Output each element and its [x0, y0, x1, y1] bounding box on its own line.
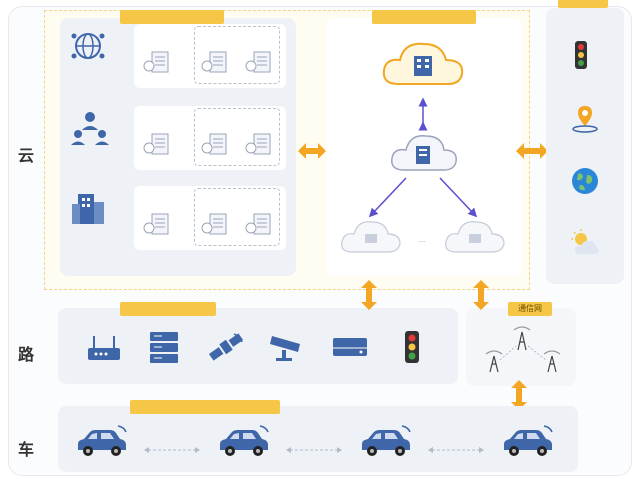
- building-icon: [414, 56, 432, 76]
- globe-icon: [570, 166, 600, 196]
- server-icon: [244, 132, 272, 160]
- vehicle-icon: [500, 424, 556, 458]
- traffic-light-icon: [392, 330, 432, 364]
- network-to-vehicle-arrow: [511, 380, 527, 410]
- server-icon: [200, 212, 228, 240]
- edge-to-cloud-arrow: [298, 143, 326, 159]
- ellipsis: ···: [418, 238, 426, 246]
- server-icon: [244, 212, 272, 240]
- traffic-light-icon: [570, 40, 600, 70]
- vehicle-icon: [216, 424, 272, 458]
- city-buildings-icon: [70, 190, 124, 230]
- server-icon: [142, 50, 170, 78]
- edge-platform-title: [120, 10, 224, 24]
- road-infra-panel: [58, 308, 458, 384]
- server-icon: [142, 132, 170, 160]
- external-title-tab: [558, 0, 608, 8]
- server-icon: [244, 50, 272, 78]
- storage-device-icon: [330, 330, 370, 364]
- vehicle-icon: [74, 424, 130, 458]
- vehicle-panel: [58, 406, 578, 472]
- edge-cloud-left: [341, 221, 401, 253]
- regional-cloud: [391, 135, 457, 171]
- center-cloud: [382, 42, 464, 85]
- satellite-icon: [206, 330, 246, 364]
- v2v-link-arrow: [286, 447, 342, 453]
- layer-label-road: 路: [18, 345, 35, 364]
- cell-towers: [485, 326, 561, 373]
- cloud-to-external-arrow: [516, 143, 548, 159]
- vehicle-title: [130, 400, 280, 414]
- road-infra-title: [120, 302, 216, 316]
- server-icon: [416, 146, 430, 164]
- v2v-link-arrow: [428, 447, 484, 453]
- cloud-connectors: [368, 97, 478, 218]
- network-panel: [466, 308, 576, 386]
- edge-cloud-right: [445, 221, 505, 253]
- location-pin-icon: [570, 104, 600, 134]
- camera-icon: [268, 330, 308, 364]
- v2v-link-arrow: [144, 447, 200, 453]
- layer-label-cloud: 云: [18, 146, 35, 165]
- network-title: 通信网: [508, 302, 552, 316]
- router-icon: [84, 330, 124, 364]
- cloud-to-network-arrow: [473, 280, 489, 310]
- server-icon: [142, 212, 170, 240]
- server-icon: [200, 132, 228, 160]
- network-globe-icon: [70, 28, 124, 68]
- cloud-platform-title: [372, 10, 476, 24]
- weather-icon: [570, 228, 600, 258]
- layer-label-vehicle: 车: [18, 440, 35, 459]
- user-group-icon: [70, 110, 124, 150]
- cloud-to-road-arrow: [361, 280, 377, 310]
- server-icon: [200, 50, 228, 78]
- vehicle-icon: [358, 424, 414, 458]
- server-rack-icon: [144, 330, 184, 364]
